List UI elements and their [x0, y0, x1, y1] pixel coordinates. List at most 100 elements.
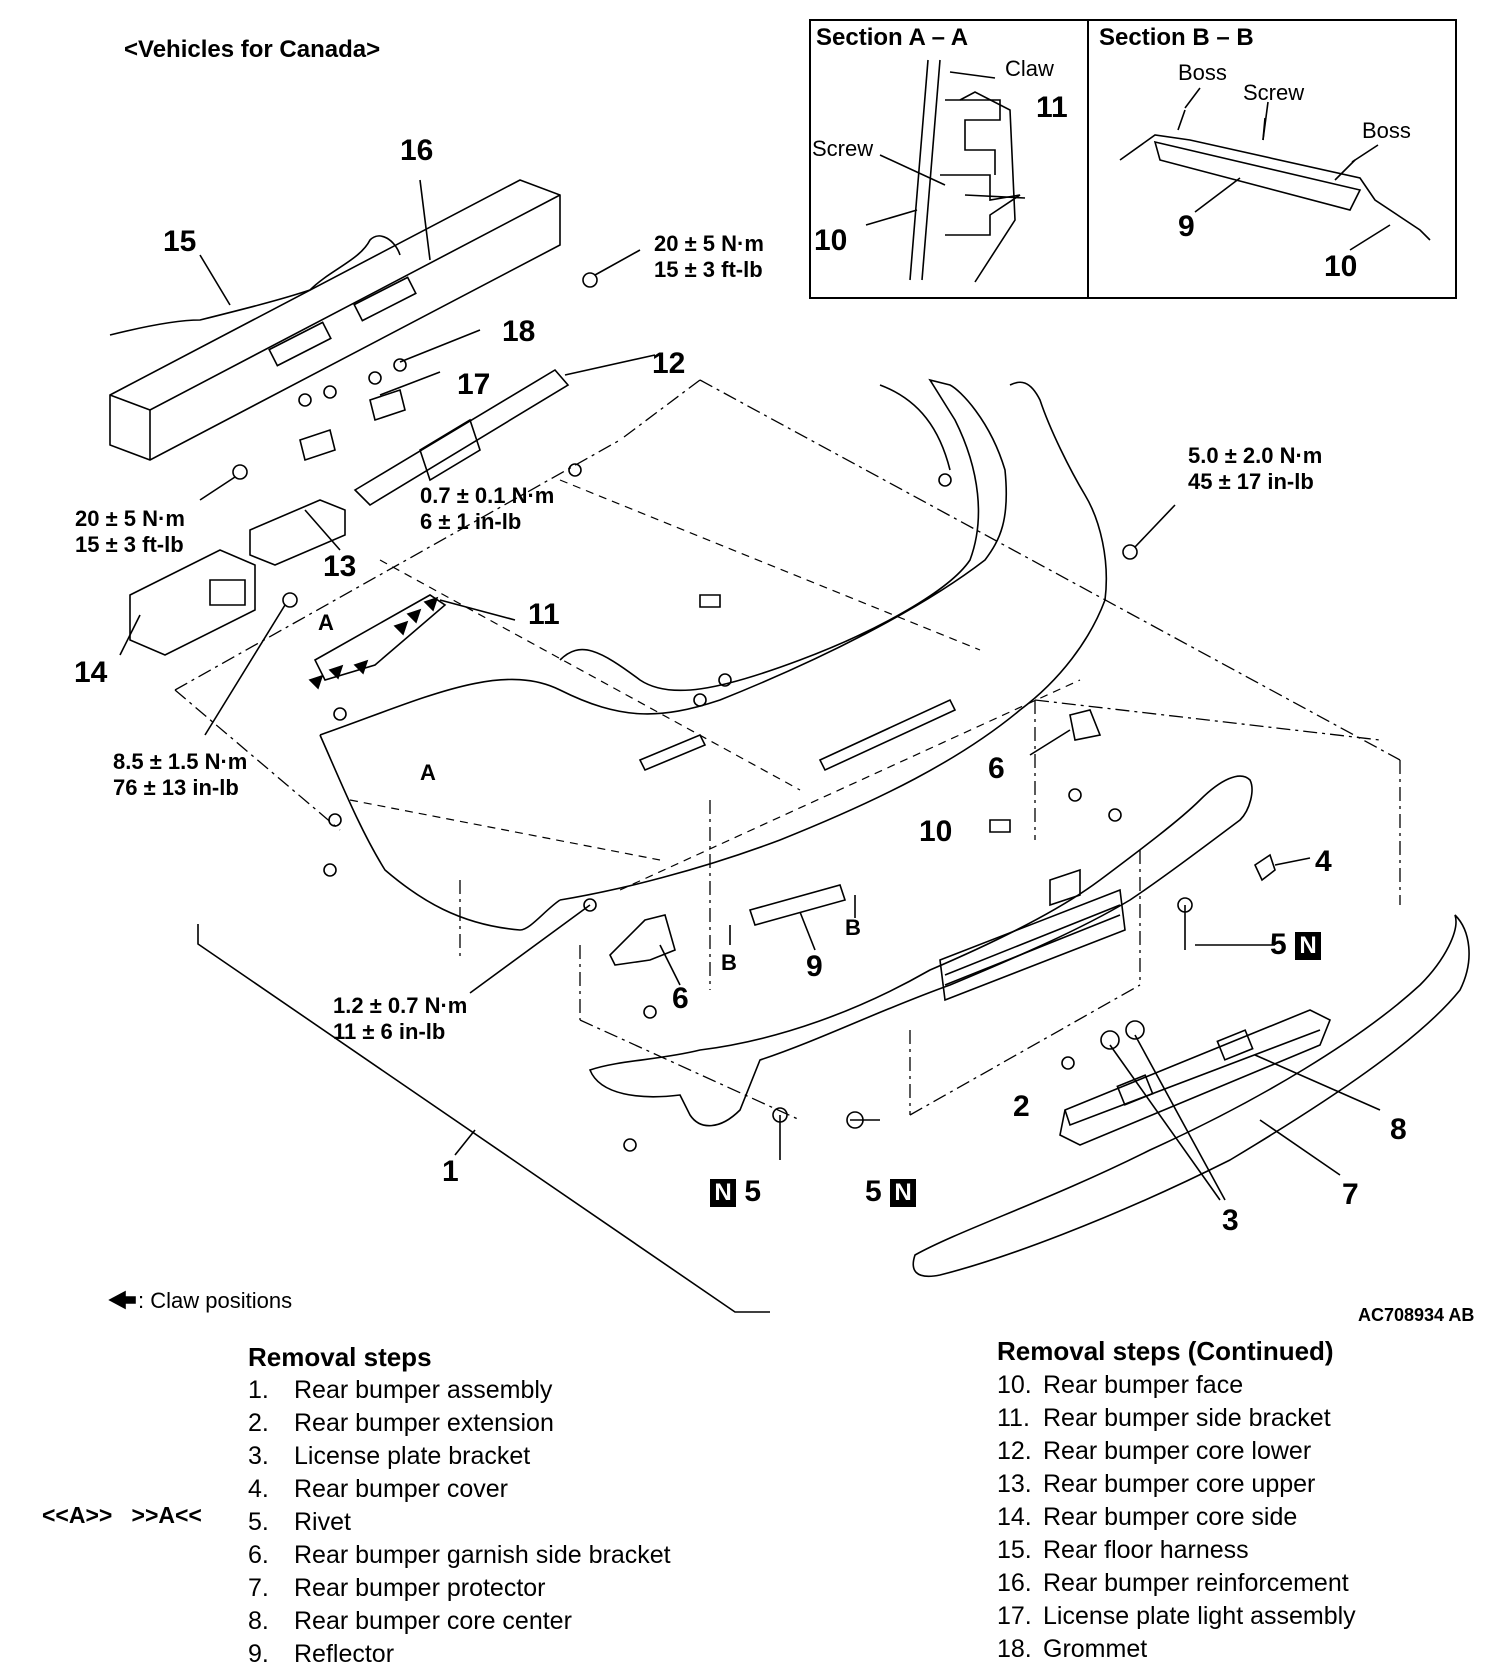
section-a-screw-label: Screw: [812, 136, 874, 161]
callout-11: 11: [528, 598, 560, 631]
list-item: 18.Grommet: [997, 1635, 1148, 1663]
part-3-brackets: [1101, 1021, 1225, 1200]
callout-2: 2: [1013, 1090, 1030, 1123]
section-b-marker-right: B: [845, 915, 861, 940]
part-10-bumper-face: [320, 380, 1106, 930]
section-a-title: Section A – A: [816, 24, 969, 51]
torque-leaders: [470, 905, 590, 993]
section-b-part-9: 9: [1178, 210, 1195, 243]
callout-5-left-num: 5: [744, 1175, 762, 1208]
section-b-drawing: [1120, 88, 1430, 250]
list-item: 12.Rear bumper core lower: [997, 1437, 1312, 1465]
claw-arrow-icon: [110, 1292, 135, 1308]
list-item: 2.Rear bumper extension: [248, 1409, 554, 1437]
list-item: 17.License plate light assembly: [997, 1602, 1356, 1630]
section-b-marker-left: B: [721, 950, 737, 975]
list-item: 1.Rear bumper assembly: [248, 1376, 553, 1404]
list-item: 16.Rear bumper reinforcement: [997, 1569, 1349, 1597]
callout-7: 7: [1342, 1178, 1359, 1211]
n-mark-icon: N: [1295, 932, 1322, 961]
part-4-cover: [1255, 855, 1310, 880]
callout-4: 4: [1315, 845, 1332, 878]
dashed-reference-lines: [350, 480, 1080, 890]
callout-1: 1: [442, 1155, 459, 1188]
callout-15: 15: [163, 225, 197, 258]
list-item: 10.Rear bumper face: [997, 1371, 1244, 1399]
list-item: 3.License plate bracket: [248, 1442, 531, 1470]
section-a-marker-top: A: [318, 610, 334, 635]
callout-5-right-num: 5: [1270, 928, 1287, 961]
vehicle-note: <Vehicles for Canada>: [124, 36, 381, 63]
section-a-part-10: 10: [814, 224, 848, 257]
claw-legend: : Claw positions: [138, 1288, 293, 1313]
section-b-title: Section B – B: [1099, 24, 1254, 51]
callout-16: 16: [400, 134, 434, 167]
part-2-extension: [590, 776, 1252, 1126]
bolt-leaders: [200, 250, 1175, 735]
callout-17: 17: [457, 368, 491, 401]
section-b-screw-label: Screw: [1243, 80, 1305, 105]
section-b-boss-left: Boss: [1178, 60, 1227, 85]
misc-fasteners: [324, 464, 1121, 1151]
removal-steps-continued-title: Removal steps (Continued): [997, 1336, 1334, 1366]
section-b-boss-right: Boss: [1362, 118, 1411, 143]
list-item: 15.Rear floor harness: [997, 1536, 1249, 1564]
callout-3: 3: [1222, 1204, 1239, 1237]
part-8-core-center: [1060, 1010, 1380, 1145]
part-15-harness: [110, 236, 400, 335]
part-16-reinforcement: [110, 180, 560, 460]
section-a-arrows: [310, 598, 437, 688]
part-9-reflector: [730, 885, 855, 950]
section-b-part-10: 10: [1324, 250, 1358, 283]
list-item: 7.Rear bumper protector: [248, 1574, 546, 1602]
list-item: 9.Reflector: [248, 1640, 395, 1668]
part-13-core-upper: [250, 500, 345, 565]
assembly-guide-lines: [175, 380, 1400, 1120]
callout-12: 12: [652, 347, 686, 380]
list-item: 11.Rear bumper side bracket: [997, 1404, 1331, 1432]
callout-5-center: 5 N: [865, 1175, 917, 1209]
removal-steps-title: Removal steps: [248, 1342, 432, 1372]
section-views-frame: [810, 20, 1456, 298]
part-5-rivets: [773, 898, 1275, 1160]
removal-steps-list: 1.Rear bumper assembly 2.Rear bumper ext…: [248, 1374, 671, 1671]
list-item: 5.Rivet: [248, 1508, 351, 1536]
n-mark-icon: N: [710, 1179, 736, 1208]
parts-17-18: [299, 330, 480, 460]
section-a-marker-bottom: A: [420, 760, 436, 785]
callout-5-right: 5 N: [1270, 928, 1322, 962]
callout-5-left: N 5: [710, 1175, 761, 1209]
callout-8: 8: [1390, 1113, 1407, 1146]
section-a-part-11: 11: [1036, 91, 1068, 124]
figure-code: AC708934 AB: [1358, 1305, 1475, 1325]
part-11-side-bracket: [315, 595, 515, 680]
callout-18: 18: [502, 315, 536, 348]
list-item: 13.Rear bumper core upper: [997, 1470, 1316, 1498]
callout-13: 13: [323, 550, 357, 583]
callout-6-left: 6: [672, 982, 689, 1015]
list-item: 6.Rear bumper garnish side bracket: [248, 1541, 671, 1569]
callout-10: 10: [919, 815, 953, 848]
list-item: 14.Rear bumper core side: [997, 1503, 1298, 1531]
callout-14: 14: [74, 656, 108, 689]
callout-9: 9: [806, 950, 823, 983]
removal-steps-note: <<A>> >>A<<: [42, 1502, 202, 1528]
section-a-drawing: [866, 60, 1025, 282]
removal-steps-continued-list: 10.Rear bumper face 11.Rear bumper side …: [997, 1369, 1356, 1666]
part-7-protector: [913, 915, 1469, 1276]
part-12-core-lower: [355, 355, 655, 505]
callout-6-right: 6: [988, 752, 1005, 785]
part-1-assembly-bracket: [198, 924, 770, 1312]
part-14-core-side: [120, 550, 255, 655]
n-mark-icon: N: [890, 1179, 917, 1208]
list-item: 8.Rear bumper core center: [248, 1607, 572, 1635]
part-6-brackets: [610, 710, 1100, 985]
list-item: 4.Rear bumper cover: [248, 1475, 508, 1503]
